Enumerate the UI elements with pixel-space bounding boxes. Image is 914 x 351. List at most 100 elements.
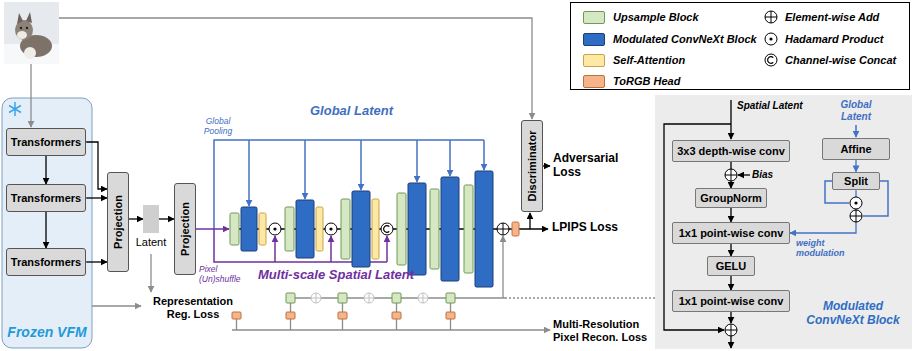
modulated-convnext-block (241, 171, 493, 287)
input-image (17, 31, 27, 39)
convnext-block-panel: Modulated ConvNeXt Block3x3 depth-wise c… (655, 95, 912, 349)
gray-wires (502, 236, 503, 298)
modulated-convnext-block (296, 200, 314, 258)
self-attention-block (316, 207, 323, 251)
input-image (26, 12, 32, 23)
gray-wires (150, 254, 151, 292)
input-image (26, 27, 28, 29)
upsample-block (230, 213, 239, 245)
connector-arrow (86, 142, 107, 189)
conv-layer-box: 1x1 point-wise conv (672, 290, 790, 312)
main-wires (543, 165, 550, 166)
transformer-block: Transformers (6, 184, 86, 212)
affine-box: Affine (822, 138, 890, 160)
spatial-latent-wires (196, 228, 229, 230)
annotation-label: Representation Reg. Loss (143, 295, 243, 320)
global-latent-wires (483, 140, 485, 170)
node-label: Transformers (11, 192, 81, 205)
legend-swatch (583, 33, 605, 46)
node-label: GroupNorm (700, 192, 762, 205)
modulated-convnext-block (352, 191, 370, 267)
annotation-label: Multi-Resolution Pixel Recon. Loss (553, 318, 653, 343)
connector-arrow (45, 156, 46, 184)
node-label: GELU (716, 260, 747, 273)
split-box: Split (832, 172, 880, 191)
gray-wires (291, 303, 451, 312)
node-label: Latent (136, 236, 167, 249)
global-latent-wires (416, 140, 418, 182)
gray-wires (59, 18, 532, 119)
legend-text: Upsample Block (613, 10, 699, 24)
legend-text: Hadamard Product (785, 32, 883, 46)
input-image (20, 27, 22, 29)
activation-box: GELU (707, 256, 755, 276)
node-label: Projection (179, 202, 192, 256)
upsample-block (286, 293, 295, 303)
upsample-block (392, 293, 401, 303)
snowflake-icon (9, 102, 21, 116)
snowflake-icon (9, 102, 21, 116)
node-label: 1x1 point-wise conv (679, 295, 784, 308)
torgb-head (232, 222, 519, 319)
self-attention-block (259, 199, 379, 259)
hadamard-symbol (850, 197, 862, 209)
connector-arrow (855, 160, 856, 172)
concat-symbol (765, 54, 777, 66)
main-wires (529, 213, 530, 229)
modulated-convnext-block (441, 177, 459, 281)
global-latent-wires (248, 140, 250, 206)
legend-text: Channel-wise Concat (785, 53, 896, 67)
upsample-block (341, 199, 350, 259)
norm-layer-box: GroupNorm (695, 188, 767, 208)
annotation-label: Adversarial Loss (553, 152, 628, 180)
connector-arrow (730, 208, 731, 222)
block-detail-panel (655, 95, 912, 349)
legend-swatch (583, 54, 605, 67)
legend-text: Modulated ConvNeXt Block (613, 32, 757, 46)
input-image (24, 47, 36, 59)
latent-box: Latent (143, 205, 159, 233)
torgb-head (512, 222, 519, 236)
main-wires (730, 100, 731, 139)
upsample-block (464, 185, 473, 273)
add-symbol (364, 293, 374, 303)
modulated-convnext-block (241, 207, 257, 251)
annotation-label: Spatial Latent (737, 100, 803, 112)
legend-swatch (583, 75, 605, 88)
node-label: Transformers (11, 256, 81, 269)
node-label: 3x3 depth-wise conv (677, 145, 785, 158)
add-symbol (850, 210, 862, 222)
torgb-head (446, 312, 455, 319)
annotation-label: Global Latent (828, 99, 884, 122)
gray-wires (30, 64, 31, 127)
node-label: Projection (112, 195, 125, 249)
hadamard-symbol (269, 223, 281, 235)
modulated-convnext-block (408, 183, 426, 275)
input-image (4, 2, 59, 64)
torgb-head (392, 312, 401, 319)
hadamard-symbol (765, 33, 777, 45)
node-label: Discriminator (526, 131, 539, 202)
transformer-block: Transformers (6, 248, 86, 276)
connector-arrow (159, 218, 174, 219)
edge-label: weight modulation (796, 238, 856, 259)
annotation-label: Global Latent (310, 104, 393, 119)
global-latent-wires (304, 140, 306, 199)
connector-arrow (45, 212, 46, 248)
global-latent-wires (855, 125, 857, 137)
legend-text: Self-Attention (613, 53, 685, 67)
upsample-block (338, 293, 347, 303)
upsample-block (230, 185, 473, 303)
add-symbol (497, 223, 509, 235)
vfm-panel-fill (2, 98, 92, 348)
hadamard-symbol (325, 223, 337, 235)
node-label: Split (844, 175, 868, 188)
node-label: Transformers (11, 136, 81, 149)
transformer-block: Transformers (6, 128, 86, 156)
annotation-label: Global Pooling (196, 117, 240, 137)
main-wires (730, 312, 731, 323)
projection-box: Projection (107, 172, 129, 272)
gray-wires (31, 18, 655, 330)
spatial-latent-wires (274, 236, 276, 262)
